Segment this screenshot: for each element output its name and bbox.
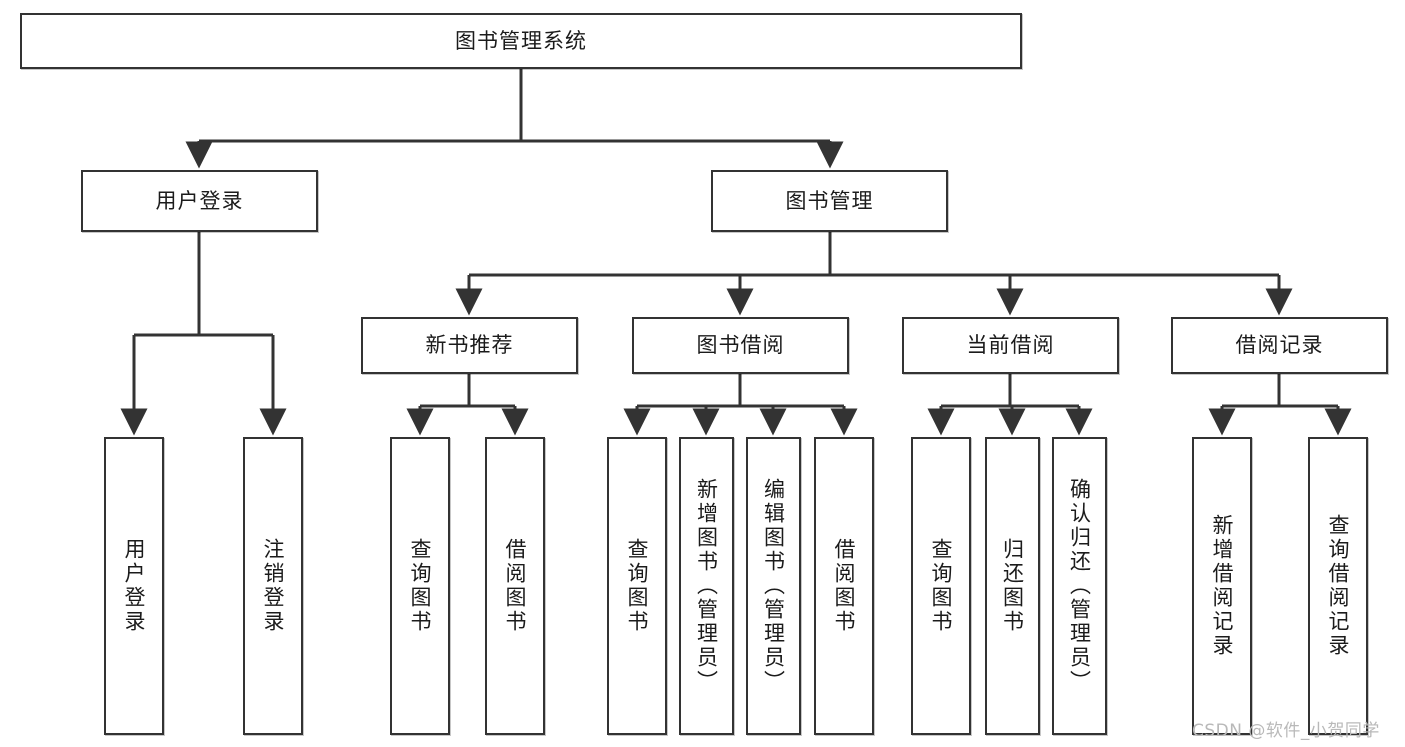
node-user-login[interactable]: 用户登录 [81,170,318,232]
node-leaf-user-logout-label: 注销登录 [261,538,286,634]
node-leaf-cur-query-book-label: 查询图书 [929,538,954,634]
node-leaf-rec-query-record[interactable]: 查询借阅记录 [1308,437,1368,735]
node-root-label: 图书管理系统 [455,28,587,53]
node-new-book-rec-label: 新书推荐 [425,333,514,358]
node-leaf-rec-borrow-book[interactable]: 借阅图书 [485,437,545,735]
node-leaf-borrow-borrow-book-label: 借阅图书 [832,538,857,634]
node-leaf-cur-return-book-label: 归还图书 [1000,538,1025,634]
node-leaf-user-login[interactable]: 用户登录 [104,437,164,735]
node-root-system[interactable]: 图书管理系统 [20,13,1022,69]
node-leaf-borrow-edit-book[interactable]: 编辑图书（管理员） [746,437,801,735]
node-leaf-borrow-edit-book-label: 编辑图书（管理员） [761,478,786,694]
node-book-manage[interactable]: 图书管理 [711,170,948,232]
node-leaf-cur-query-book[interactable]: 查询图书 [911,437,971,735]
node-leaf-rec-query-book[interactable]: 查询图书 [390,437,450,735]
node-leaf-cur-confirm-return-label: 确认归还（管理员） [1067,478,1092,694]
node-leaf-rec-query-book-label: 查询图书 [408,538,433,634]
node-user-login-label: 用户登录 [155,188,244,213]
node-leaf-borrow-add-book[interactable]: 新增图书（管理员） [679,437,734,735]
node-current-borrow[interactable]: 当前借阅 [902,317,1119,374]
node-leaf-borrow-borrow-book[interactable]: 借阅图书 [814,437,874,735]
node-leaf-borrow-query-book[interactable]: 查询图书 [607,437,667,735]
node-new-book-rec[interactable]: 新书推荐 [361,317,578,374]
node-book-borrow[interactable]: 图书借阅 [632,317,849,374]
node-leaf-rec-add-record-label: 新增借阅记录 [1210,514,1235,658]
node-leaf-cur-return-book[interactable]: 归还图书 [985,437,1040,735]
node-leaf-borrow-add-book-label: 新增图书（管理员） [694,478,719,694]
node-leaf-rec-query-record-label: 查询借阅记录 [1326,514,1351,658]
csdn-watermark: CSDN @软件_小贺同学 [1192,721,1380,741]
node-leaf-rec-borrow-book-label: 借阅图书 [503,538,528,634]
node-borrow-record[interactable]: 借阅记录 [1171,317,1388,374]
node-leaf-user-logout[interactable]: 注销登录 [243,437,303,735]
node-leaf-cur-confirm-return[interactable]: 确认归还（管理员） [1052,437,1107,735]
node-leaf-borrow-query-book-label: 查询图书 [625,538,650,634]
node-leaf-user-login-label: 用户登录 [122,538,147,634]
node-book-manage-label: 图书管理 [785,188,874,213]
node-borrow-record-label: 借阅记录 [1235,333,1324,358]
node-current-borrow-label: 当前借阅 [966,333,1055,358]
node-book-borrow-label: 图书借阅 [696,333,785,358]
node-leaf-rec-add-record[interactable]: 新增借阅记录 [1192,437,1252,735]
